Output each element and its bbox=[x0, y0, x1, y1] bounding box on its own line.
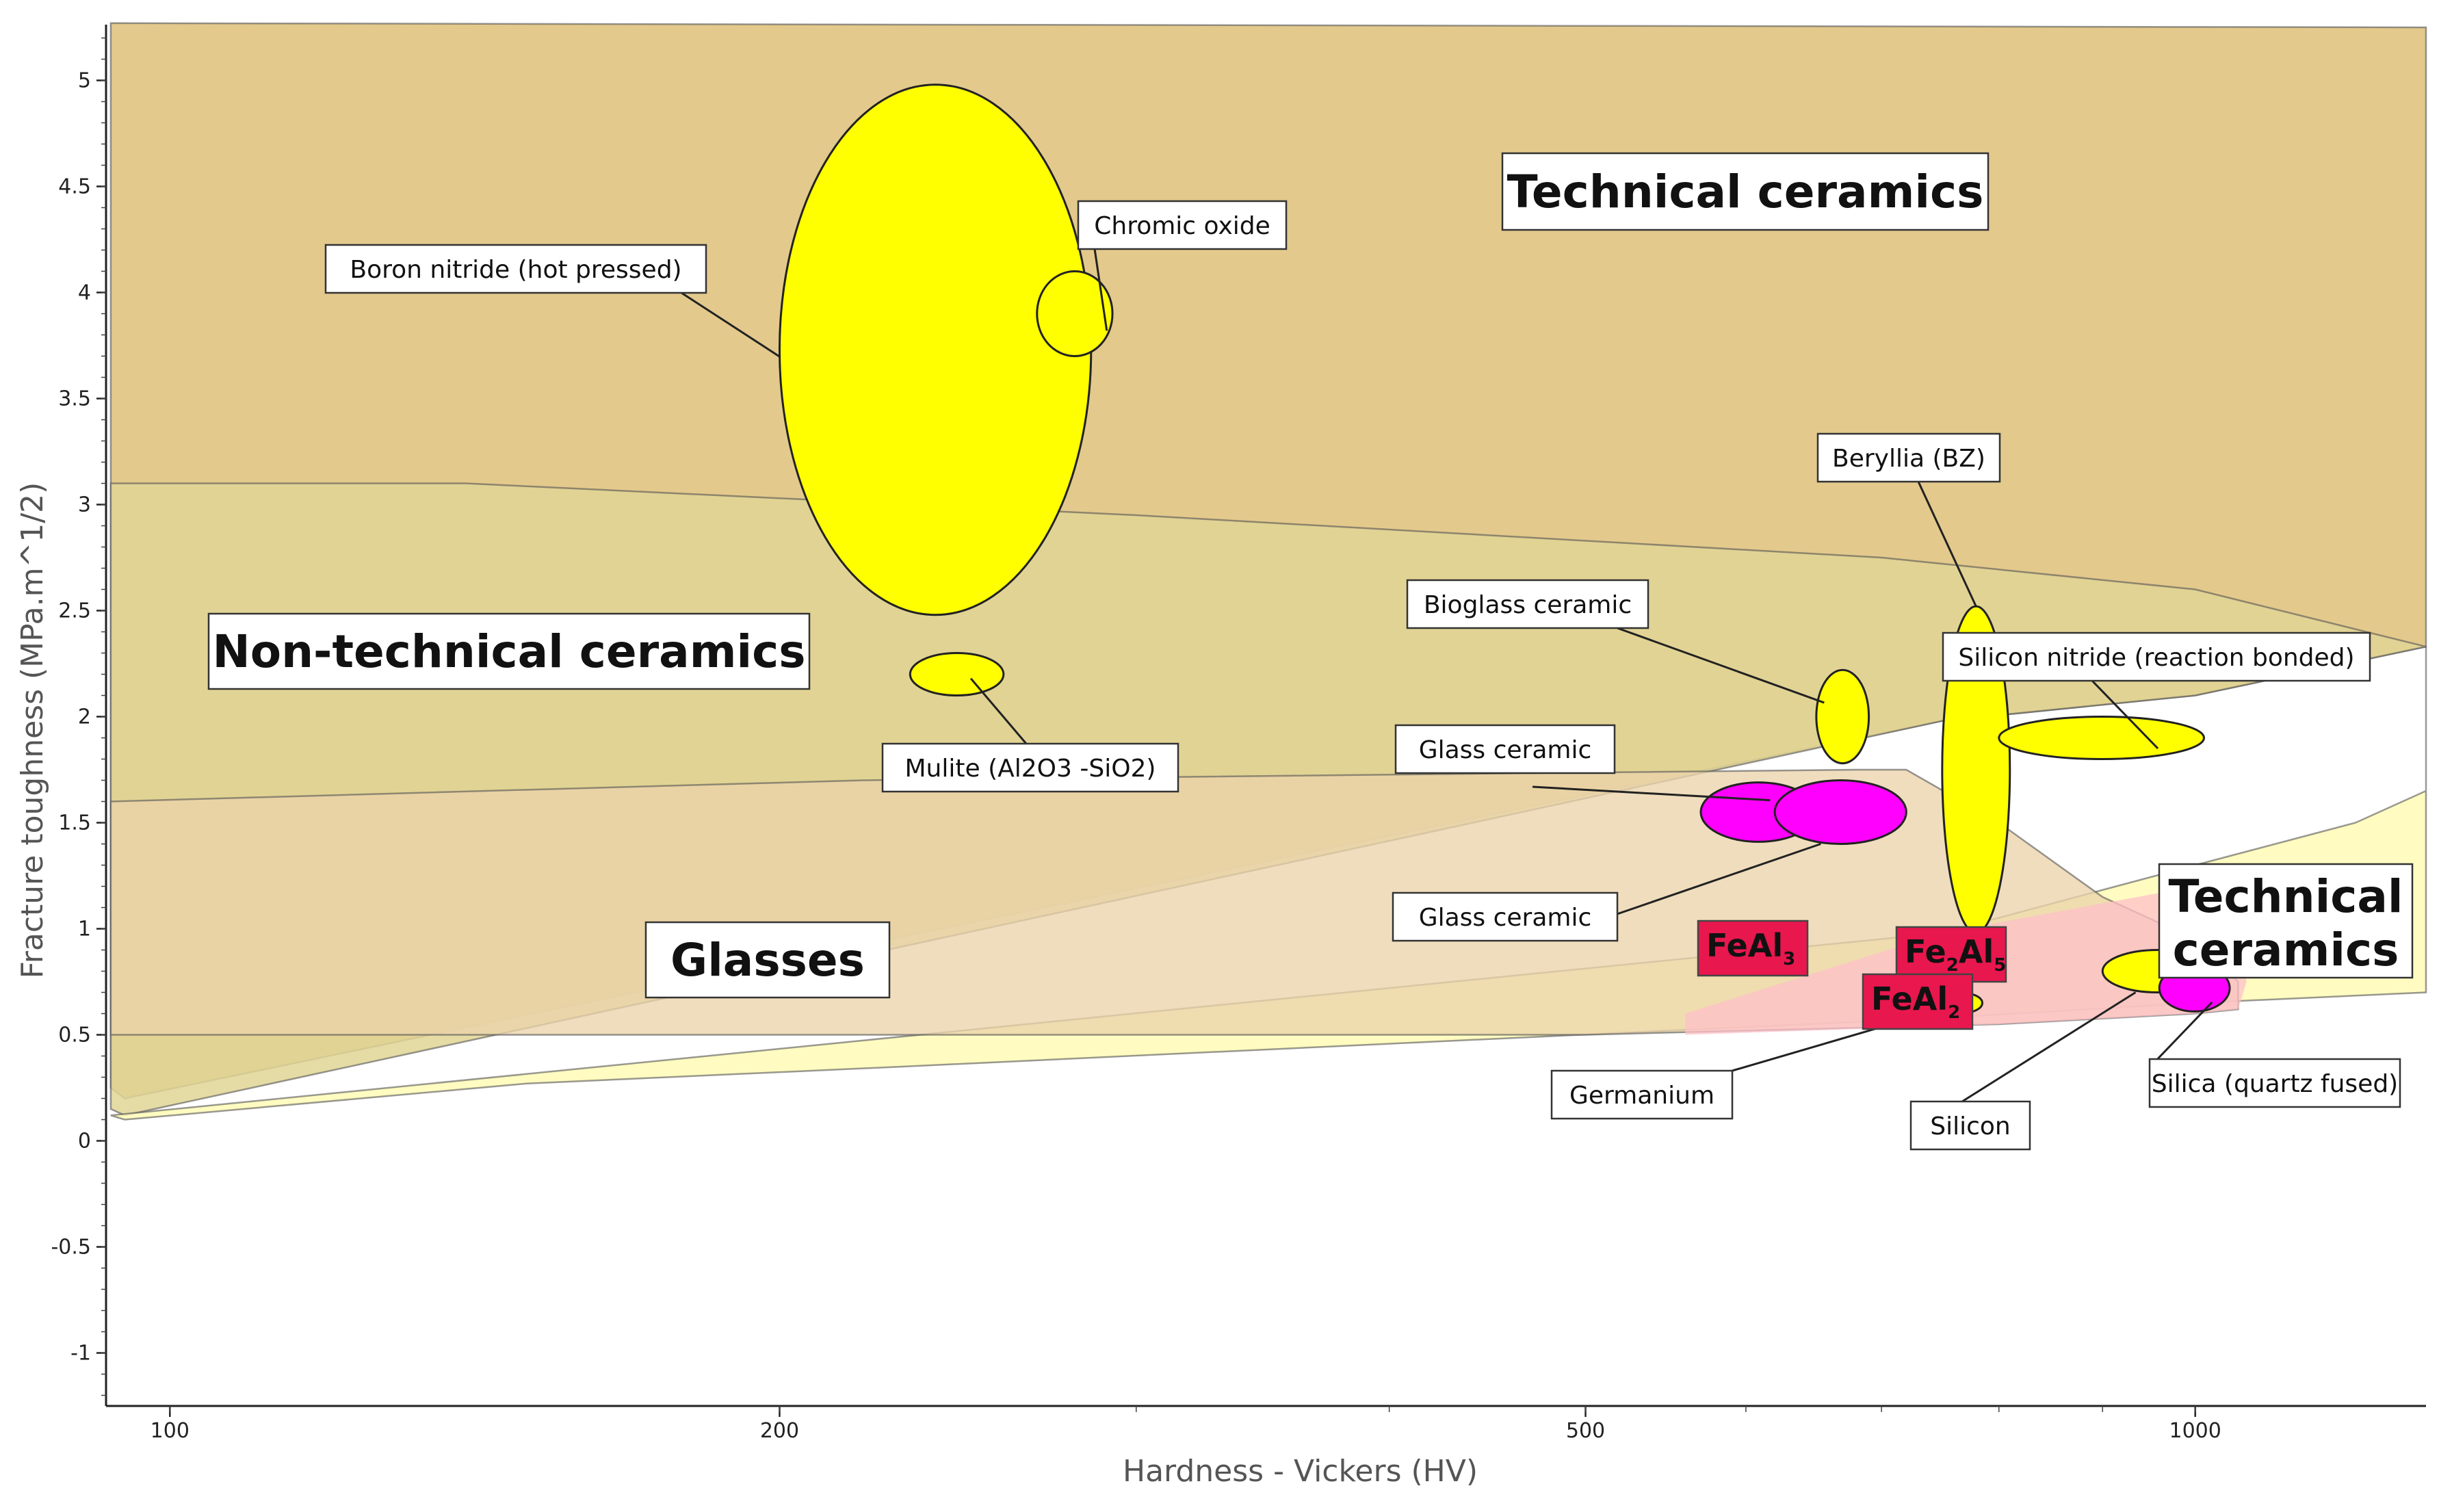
leader-line-0 bbox=[681, 291, 781, 358]
material-label-2-box bbox=[881, 742, 1179, 793]
y-tick-label: 1 bbox=[78, 917, 91, 941]
material-bubble-5 bbox=[1998, 716, 2205, 760]
highlight-label-2-box bbox=[1862, 973, 1974, 1030]
x-tick-label: 200 bbox=[760, 1419, 799, 1443]
highlight-label-1: Fe2Al5 bbox=[1905, 933, 2006, 976]
highlight-label-0: FeAl3 bbox=[1706, 927, 1795, 969]
material-label-9: Silicon bbox=[1930, 1112, 2011, 1140]
y-tick-label: 5 bbox=[78, 69, 91, 93]
envelope-label-1-box bbox=[207, 612, 811, 690]
material-label-7-box bbox=[1392, 891, 1619, 942]
material-bubble-2 bbox=[909, 652, 1005, 696]
material-label-10: Silica (quartz fused) bbox=[2152, 1070, 2398, 1098]
material-label-4: Beryllia (BZ) bbox=[1832, 445, 1985, 473]
highlight-label-1-box bbox=[1895, 926, 2007, 983]
y-tick-label: 0 bbox=[78, 1130, 91, 1153]
material-label-0-box bbox=[324, 244, 707, 294]
y-tick-label: 3.5 bbox=[58, 387, 91, 411]
material-label-8: Germanium bbox=[1569, 1082, 1714, 1110]
leader-line-10 bbox=[2148, 1001, 2213, 1069]
material-label-1: Chromic oxide bbox=[1094, 212, 1270, 240]
leader-line-9 bbox=[1961, 991, 2137, 1103]
material-label-6: Glass ceramic bbox=[1419, 736, 1592, 764]
material-label-6-box bbox=[1394, 724, 1616, 774]
y-tick-label: 4 bbox=[78, 281, 91, 305]
y-tick-label: 4.5 bbox=[58, 175, 91, 199]
subscript: 3 bbox=[1783, 949, 1795, 969]
material-label-2: Mulite (Al2O3 -SiO2) bbox=[905, 755, 1156, 783]
x-tick-label: 500 bbox=[1566, 1419, 1605, 1443]
y-tick-label: 0.5 bbox=[58, 1024, 91, 1047]
envelope-layer bbox=[109, 22, 2427, 1121]
subscript: 5 bbox=[1994, 955, 2006, 976]
material-label-10-box bbox=[2148, 1058, 2401, 1108]
x-axis-title: Hardness - Vickers (HV) bbox=[1123, 1454, 1478, 1489]
envelope-label-1: Non-technical ceramics bbox=[212, 625, 805, 678]
leader-line-6 bbox=[1532, 785, 1771, 802]
envelope-label-0: Technical ceramics bbox=[1507, 166, 1984, 218]
envelope-label-2-box bbox=[2158, 863, 2414, 979]
material-label-5-box bbox=[1942, 631, 2371, 682]
y-axis-title: Fracture toughness (MPa.m^1/2) bbox=[15, 482, 50, 979]
x-tick-label: 1000 bbox=[2169, 1419, 2221, 1443]
axes-layer: 5 4.5 4 3.5 3 2.5 2 1.5 1 0.5 0 -0.5 -1 100 200 500 1000… bbox=[15, 25, 2426, 1489]
leader-line-1 bbox=[1093, 248, 1108, 331]
leader-line-2 bbox=[969, 677, 1028, 744]
x-tick-label: 100 bbox=[151, 1419, 190, 1443]
subscript: 2 bbox=[1946, 955, 1959, 976]
material-label-0: Boron nitride (hot pressed) bbox=[350, 256, 681, 284]
y-tick-label: -1 bbox=[70, 1342, 91, 1366]
envelope-label-2: Technical bbox=[2168, 870, 2403, 923]
y-tick-label: 2.5 bbox=[58, 599, 91, 623]
highlight-label-2: FeAl2 bbox=[1871, 980, 1960, 1023]
material-label-1-box bbox=[1077, 200, 1288, 250]
formula-text: Fe bbox=[1905, 933, 1946, 970]
material-label-4-box bbox=[1816, 432, 2001, 483]
material-bubble-7 bbox=[1773, 779, 1907, 845]
material-bubble-3 bbox=[1815, 668, 1870, 765]
y-tick-label: 1.5 bbox=[58, 811, 91, 835]
leader-line-3 bbox=[1617, 627, 1825, 704]
leader-line-5 bbox=[2091, 679, 2159, 750]
formula-text: Al bbox=[1959, 933, 1994, 970]
material-label-5: Silicon nitride (reaction bonded) bbox=[1958, 644, 2354, 672]
material-label-7: Glass ceramic bbox=[1419, 904, 1592, 932]
y-tick-label: 2 bbox=[78, 705, 91, 729]
material-label-3-box bbox=[1406, 579, 1649, 629]
y-tick-label: 3 bbox=[78, 493, 91, 517]
material-bubble-1 bbox=[1036, 270, 1114, 357]
highlight-label-0-box bbox=[1697, 920, 1809, 977]
leader-line-7 bbox=[1608, 843, 1821, 918]
envelope-label-2-line2: ceramics bbox=[2173, 924, 2399, 976]
subscript: 2 bbox=[1948, 1002, 1960, 1023]
material-label-9-box bbox=[1909, 1100, 2031, 1151]
envelope-label-0-box bbox=[1501, 152, 1990, 231]
material-label-8-box bbox=[1550, 1069, 1734, 1120]
materials-layer bbox=[778, 83, 2231, 1015]
leader-line-4 bbox=[1917, 481, 1977, 607]
formula-text: FeAl bbox=[1871, 980, 1948, 1017]
y-tick-label: -0.5 bbox=[51, 1236, 91, 1260]
material-label-3: Bioglass ceramic bbox=[1424, 591, 1632, 619]
formula-text: FeAl bbox=[1706, 927, 1783, 964]
envelope-label-3: Glasses bbox=[670, 934, 865, 987]
envelope-label-3-box bbox=[644, 921, 891, 999]
material-bubble-0 bbox=[778, 83, 1093, 616]
